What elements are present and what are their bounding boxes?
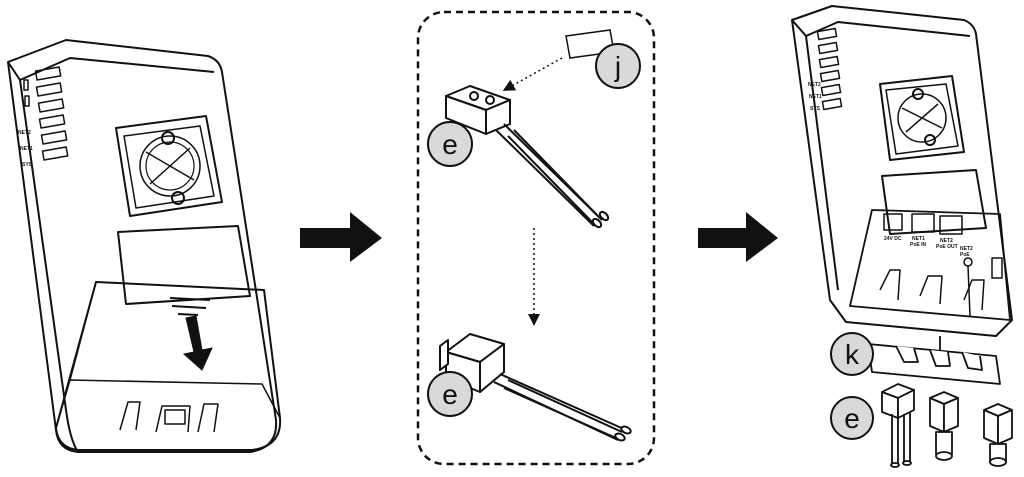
svg-text:e: e [844, 403, 860, 434]
port-label-net1: NET1 [912, 236, 925, 242]
port-label-net1-sub: PoE IN [910, 242, 927, 248]
svg-text:j: j [614, 51, 621, 82]
callout-e-right: e [830, 396, 874, 440]
fan-grille-right [879, 75, 965, 161]
led-label-net2: NET2 [18, 130, 31, 136]
led-slots-left [23, 66, 69, 161]
port-label-dc: 24V DC [884, 236, 902, 242]
step-arrow-1 [300, 212, 382, 262]
terminal-block-bottom [439, 333, 632, 442]
device-open: NET2 NET1 SYS [791, 5, 1013, 337]
rj45-plug-2 [983, 403, 1013, 467]
led-label-net2-right: NET2 [808, 82, 821, 88]
device-body-outline [7, 39, 278, 453]
port-label-reset: NET2 [960, 246, 973, 252]
terminal-block-top [445, 85, 610, 229]
device-side-edge [7, 61, 79, 453]
terminal-block-right [881, 383, 915, 468]
led-label-net1-right: NET1 [809, 94, 822, 100]
led-label-sys-right: SYS [810, 106, 821, 112]
callout-k: k [830, 332, 874, 376]
rj45-plug-1 [929, 391, 959, 461]
step-arrow-2 [698, 212, 778, 262]
svg-text:e: e [442, 129, 458, 160]
port-cavity [849, 209, 1011, 321]
port-label-net2-sub: PoE OUT [936, 244, 958, 250]
led-slots-right [816, 27, 843, 111]
callout-e-top: e [427, 121, 473, 167]
device-closed: NET2 NET1 SYS [7, 39, 282, 453]
label-apply-arrow [502, 57, 563, 91]
led-label-net1: NET1 [20, 146, 33, 152]
callout-e-mid: e [427, 371, 473, 417]
slide-down-arrow [182, 315, 213, 371]
label-window [117, 225, 251, 305]
port-label-net2: NET2 [940, 238, 953, 244]
svg-text:k: k [845, 339, 860, 370]
port-label-reset-sub: PoE [960, 252, 970, 258]
device-open-body [791, 5, 1013, 337]
bottom-cover [55, 281, 282, 451]
svg-text:e: e [442, 379, 458, 410]
grommet-strip [867, 336, 1001, 385]
callout-j: j [595, 43, 641, 89]
detail-frame [416, 10, 656, 466]
fan-grille [115, 115, 223, 217]
led-label-sys: SYS [22, 162, 33, 168]
